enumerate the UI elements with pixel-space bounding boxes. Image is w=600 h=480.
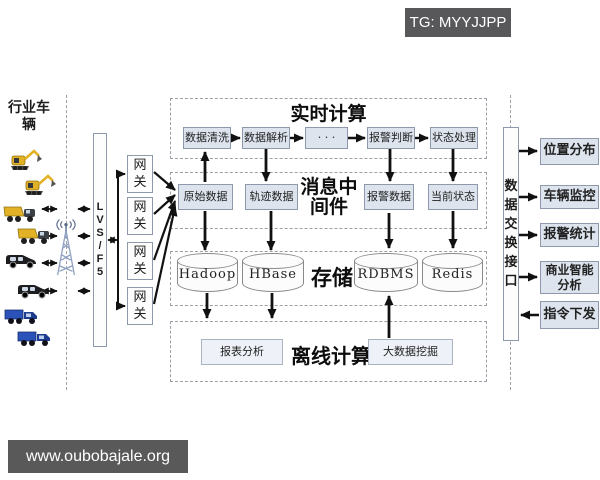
db-hbase-label: HBase [248,267,297,282]
offline-section-frame [170,321,487,382]
realtime-title: 实时计算 [290,103,367,125]
tg-badge: TG: MYYJJPP [405,8,511,37]
storage-title: 存储 [311,265,353,290]
gateway-3: 网 关 [127,242,153,280]
lvs-f5-bar: L V S / F 5 [93,133,107,347]
mq-current-state: 当前状态 [428,184,478,210]
tg-badge-label: TG: MYYJJPP [409,14,507,31]
box-state-handling: 状态处理 [430,127,478,149]
db-rdbms-label: RDBMS [357,267,415,282]
gateway-label: 网 关 [133,245,147,277]
mq-raw-data: 原始数据 [178,184,233,210]
app-bi-analysis: 商业智能 分析 [540,261,599,294]
gateway-4: 网 关 [127,287,153,325]
data-exchange-bar: 数 据 交 换 接 口 [503,127,519,341]
mq-alarm-data: 报警数据 [364,184,414,210]
offline-bigdata-mining: 大数据挖掘 [368,339,453,365]
app-vehicle-monitoring: 车辆监控 [540,185,599,209]
industry-vehicles-label: 行业车 辆 [8,100,50,133]
box-data-parsing: 数据解析 [242,127,290,149]
offline-title: 离线计算 [291,344,371,368]
box-ellipsis: · · · [305,127,348,149]
gateway-label: 网 关 [133,200,147,232]
data-exchange-label: 数 据 交 换 接 口 [504,179,518,289]
db-hadoop-label: Hadoop [178,267,237,282]
db-rdbms: RDBMS [354,253,418,292]
app-location-distribution: 位置分布 [540,138,599,165]
gateway-label: 网 关 [133,158,147,190]
db-redis: Redis [422,253,483,292]
truck-blue-icon [16,323,52,349]
middleware-title: 消息中 间件 [300,176,358,218]
excavator-icon [6,146,42,172]
box-alarm-judgment: 报警判断 [367,127,415,149]
excavator-icon [20,171,56,197]
gateway-label: 网 关 [133,290,147,322]
van-icon [3,245,39,271]
realtime-section-frame [170,98,487,159]
gateway-1: 网 关 [127,155,153,193]
lvs-f5-label: L V S / F 5 [96,201,104,278]
db-redis-label: Redis [431,267,474,282]
app-alarm-statistics: 报警统计 [540,223,599,247]
offline-report-analysis: 报表分析 [201,339,283,365]
dump-truck-icon [16,221,52,247]
mq-track-data: 轨迹数据 [245,184,298,210]
gateway-2: 网 关 [127,197,153,235]
app-command-dispatch: 指令下发 [540,301,599,329]
watermark-label: www.oubobajale.org [25,447,171,465]
db-hbase: HBase [242,253,304,292]
box-data-cleaning: 数据清洗 [183,127,231,149]
van-icon [15,275,51,301]
storage-section-frame [170,251,487,306]
signal-tower-icon [52,218,80,278]
left-boundary-line [66,95,67,390]
db-hadoop: Hadoop [177,253,238,292]
watermark: www.oubobajale.org [8,440,188,473]
